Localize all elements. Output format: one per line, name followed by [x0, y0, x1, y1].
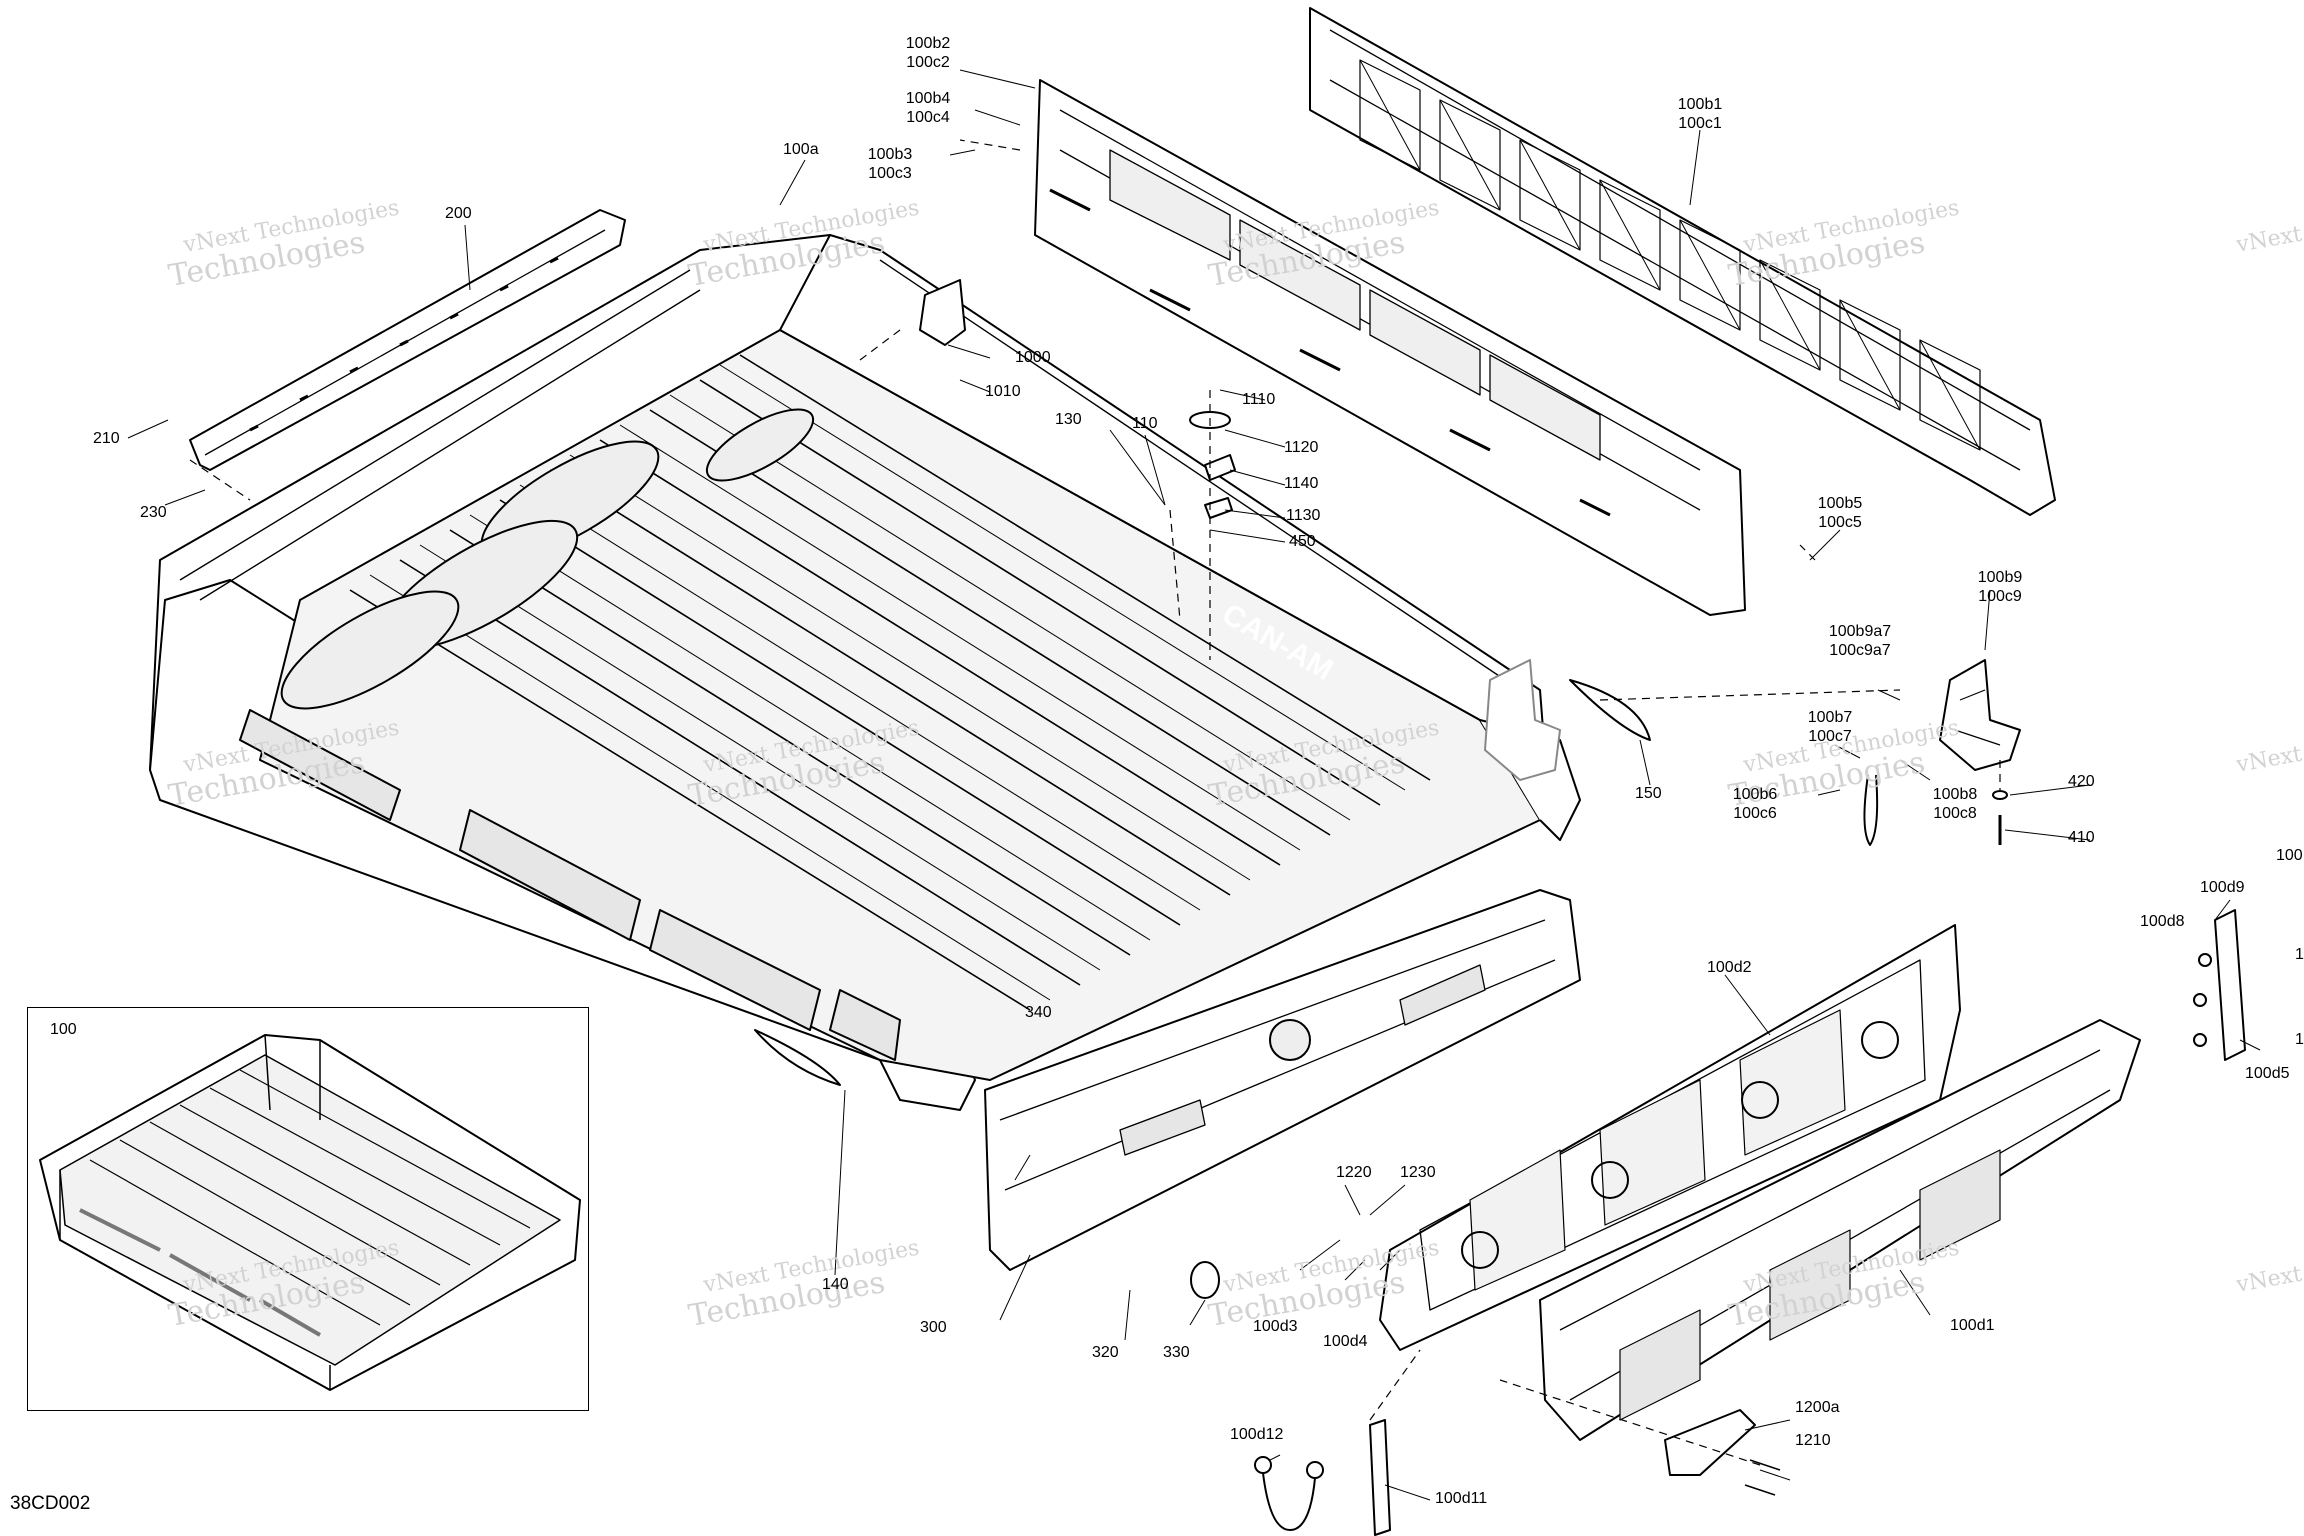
callout-1130: 1130	[1286, 507, 1321, 524]
callout-100d5: 100d5	[2245, 1065, 2290, 1082]
hinge-bracket-100b9	[1939, 659, 2021, 771]
callout-100d1: 100d1	[1950, 1317, 1995, 1334]
drawing-id: 38CD002	[10, 1493, 91, 1514]
callout-320: 320	[1092, 1344, 1119, 1361]
clip-1140	[1204, 454, 1236, 481]
callout-150: 150	[1635, 785, 1662, 802]
rear-inner-panel	[1034, 79, 1746, 616]
callout-1220: 1220	[1336, 1164, 1372, 1181]
assembly-lines	[189, 139, 2001, 1466]
callout-1210: 1210	[1795, 1432, 1831, 1449]
callout-100d4: 100d4	[1323, 1333, 1368, 1350]
callout-450: 450	[1289, 533, 1316, 550]
inset-label: 100	[50, 1021, 77, 1038]
tailgate-top-rail	[984, 889, 1581, 1271]
leader-lines	[127, 69, 2261, 1501]
plate-1130	[1204, 497, 1233, 519]
side-rail-200	[189, 209, 626, 471]
callout-210: 210	[93, 430, 120, 447]
callout-100d11: 100d11	[1435, 1490, 1488, 1507]
cargo-box-tub: CAN-AM	[149, 234, 1581, 1111]
callout-300: 300	[920, 1319, 947, 1336]
callout-100a: 100a	[783, 141, 819, 158]
callout-100d2: 100d2	[1707, 959, 1752, 976]
callout-1120: 1120	[1284, 439, 1319, 456]
callout-200: 200	[445, 205, 472, 222]
bracket-100d11	[1369, 1419, 1391, 1536]
callout-1230: 1230	[1400, 1164, 1436, 1181]
callout-1200a: 1200a	[1795, 1399, 1840, 1416]
callout-330: 330	[1163, 1344, 1190, 1361]
cover-140	[754, 1029, 841, 1086]
callout-1110: 1110	[1242, 391, 1276, 408]
callout-1-edge-a: 1	[2295, 946, 2304, 963]
cap-330	[1190, 1261, 1220, 1299]
latch-1200a	[1664, 1409, 1781, 1496]
cover-150	[1569, 679, 1651, 741]
washer-420	[1992, 790, 2008, 800]
callout-110: 110	[1132, 415, 1158, 432]
callout-1010: 1010	[985, 383, 1021, 400]
callout-410: 410	[2068, 829, 2095, 846]
callout-420: 420	[2068, 773, 2095, 790]
cable-100d12	[1254, 1456, 1324, 1531]
latch-100d5	[2193, 909, 2246, 1061]
callout-130: 130	[1055, 411, 1082, 428]
callout-340: 340	[1025, 1004, 1052, 1021]
callout-230: 230	[140, 504, 167, 521]
bracket-1000	[919, 279, 966, 346]
callout-100d3: 100d3	[1253, 1318, 1298, 1335]
callout-140: 140	[822, 1276, 849, 1293]
inset-frame	[27, 1007, 589, 1411]
callout-1140: 1140	[1284, 475, 1319, 492]
hinge-bracket-ghost	[1484, 659, 1561, 781]
callout-100d8: 100d8	[2140, 913, 2185, 930]
callout-100d9: 100d9	[2200, 879, 2245, 896]
strap-100b7	[1863, 774, 1879, 846]
callout-100-edge: 100	[2276, 847, 2303, 864]
rear-outer-frame	[1309, 7, 2056, 516]
callout-1000: 1000	[1015, 349, 1051, 366]
callout-100d12: 100d12	[1230, 1426, 1284, 1443]
tailgate-outer-panel	[1539, 1019, 2141, 1441]
inset-preview-drawing	[39, 1034, 581, 1391]
callout-1-edge-b: 1	[2295, 1031, 2304, 1048]
